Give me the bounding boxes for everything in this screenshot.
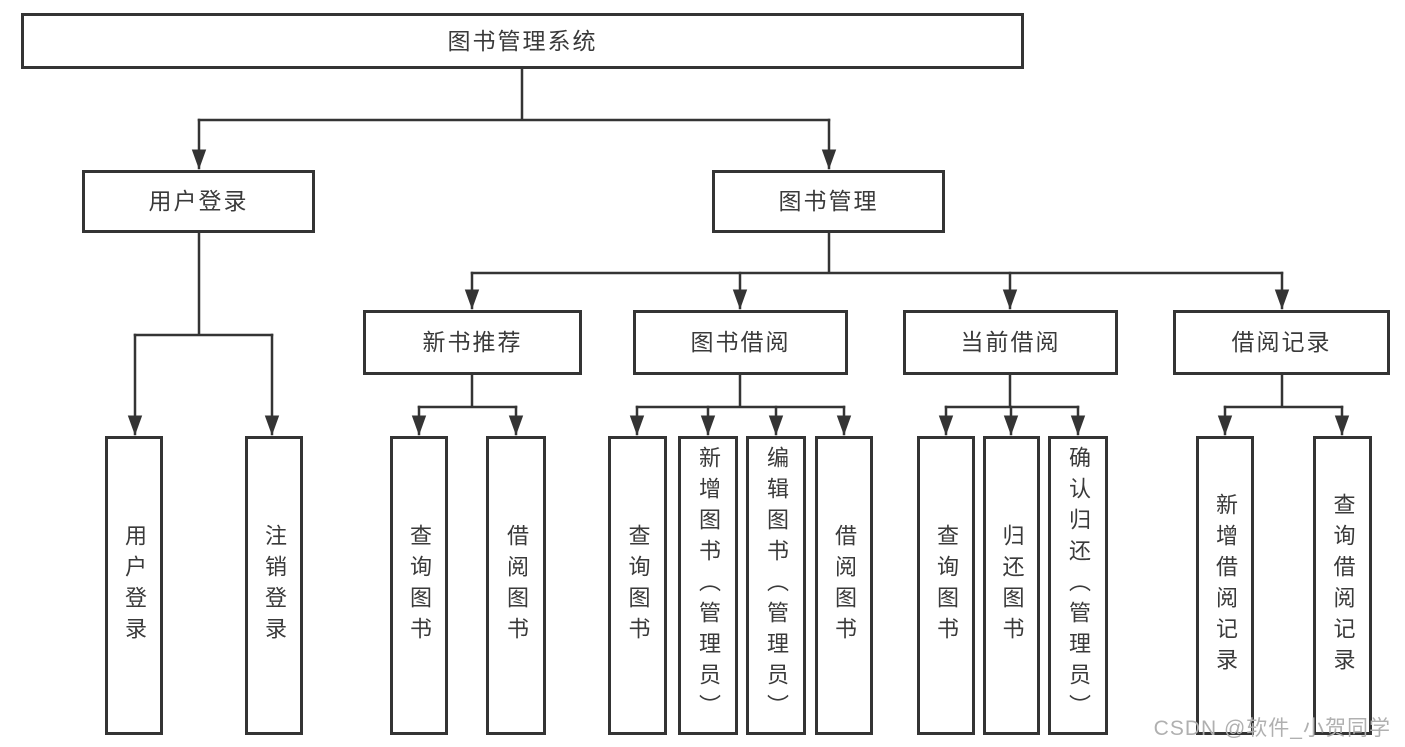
node-system-root: 图书管理系统	[21, 13, 1024, 69]
leaf-return-books: 归还图书	[983, 436, 1040, 735]
leaf-borrow-books-recommend: 借阅图书	[486, 436, 546, 735]
node-label: 查询图书	[934, 523, 959, 648]
node-label: 图书管理	[778, 188, 879, 214]
leaf-query-books-recommend: 查询图书	[390, 436, 448, 735]
leaf-add-borrow-record: 新增借阅记录	[1196, 436, 1254, 735]
leaf-add-books-admin: 新增图书（管理员）	[678, 436, 738, 735]
leaf-borrow-books: 借阅图书	[815, 436, 873, 735]
node-label: 新增图书（管理员）	[696, 446, 721, 725]
node-label: 确认归还（管理员）	[1066, 446, 1091, 725]
node-label: 借阅图书	[504, 523, 529, 648]
node-label: 新增借阅记录	[1213, 492, 1238, 679]
node-label: 新书推荐	[422, 329, 523, 355]
node-user-login: 用户登录	[82, 170, 315, 233]
leaf-query-books-current: 查询图书	[917, 436, 975, 735]
leaf-user-login: 用户登录	[105, 436, 163, 735]
node-label: 图书借阅	[690, 329, 791, 355]
node-label: 当前借阅	[960, 329, 1061, 355]
node-label: 注销登录	[262, 523, 287, 648]
node-borrow-records: 借阅记录	[1173, 310, 1390, 375]
node-label: 用户登录	[148, 188, 249, 214]
leaf-query-books-borrow: 查询图书	[608, 436, 667, 735]
node-new-book-recommend: 新书推荐	[363, 310, 582, 375]
node-label: 图书管理系统	[447, 27, 598, 54]
node-label: 借阅记录	[1231, 329, 1332, 355]
leaf-confirm-return-admin: 确认归还（管理员）	[1048, 436, 1108, 735]
node-label: 借阅图书	[832, 523, 857, 648]
node-current-borrowing: 当前借阅	[903, 310, 1118, 375]
node-label: 查询借阅记录	[1330, 492, 1356, 679]
node-label: 用户登录	[122, 523, 147, 648]
node-label: 编辑图书（管理员）	[764, 446, 789, 725]
node-book-management: 图书管理	[712, 170, 945, 233]
leaf-query-borrow-record: 查询借阅记录	[1313, 436, 1372, 735]
node-label: 归还图书	[999, 523, 1025, 648]
watermark: CSDN @软件_小贺同学	[1153, 717, 1391, 740]
node-book-borrowing: 图书借阅	[633, 310, 848, 375]
node-label: 查询图书	[407, 523, 432, 648]
node-label: 查询图书	[625, 523, 651, 648]
leaf-edit-books-admin: 编辑图书（管理员）	[746, 436, 806, 735]
leaf-logout: 注销登录	[245, 436, 303, 735]
